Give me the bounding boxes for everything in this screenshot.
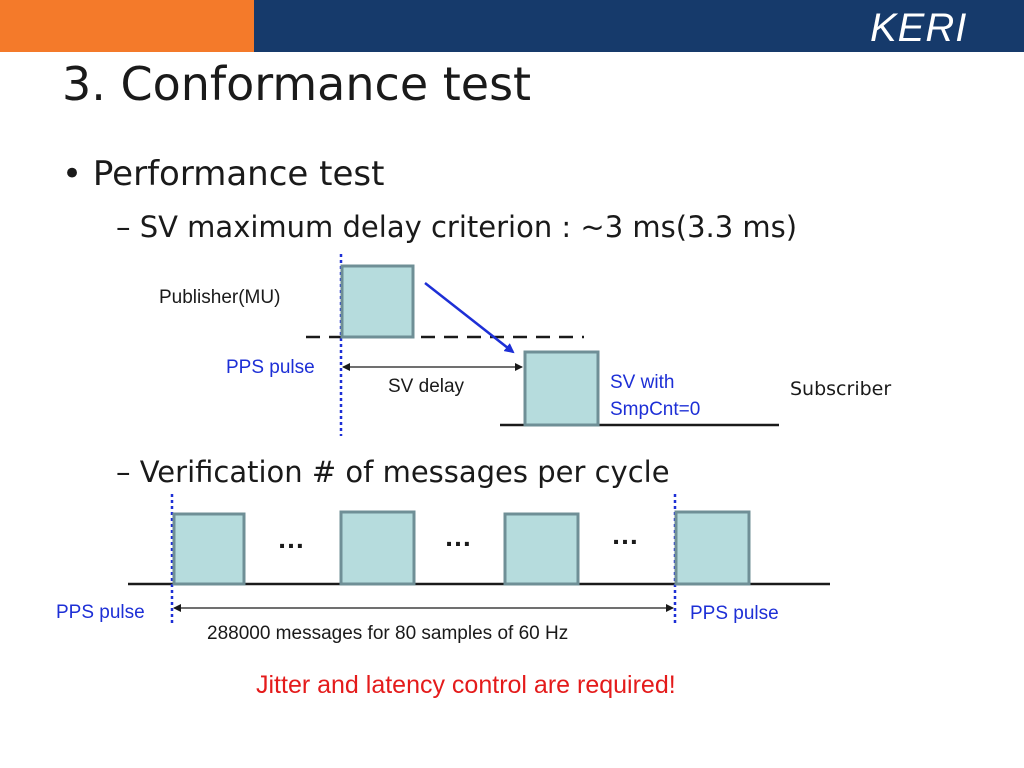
sv-with-label: SV with	[610, 372, 675, 393]
message-box	[172, 512, 246, 586]
sv-delay-label: SV delay	[388, 376, 465, 397]
message-count-label: 288000 messages for 80 samples of 60 Hz	[207, 623, 569, 644]
message-box	[339, 510, 416, 586]
ellipsis: …	[611, 519, 639, 550]
publisher-label: Publisher(MU)	[159, 287, 281, 308]
sub-bullet-delay: – SV maximum delay criterion : ~3 ms(3.3…	[116, 210, 798, 244]
pps-pulse-label-left: PPS pulse	[56, 602, 145, 623]
pps-pulse-label: PPS pulse	[226, 357, 315, 378]
sub-bullet-text-messages: Verification # of messages per cycle	[139, 455, 670, 489]
transmission-arrow	[424, 282, 515, 354]
sub-bullet-messages: – Verification # of messages per cycle	[116, 455, 670, 489]
bullet-performance-test: • Performance test	[62, 154, 385, 194]
header-bar	[254, 0, 1024, 52]
publisher-sv-box	[340, 264, 415, 339]
subscriber-sv-box	[523, 350, 600, 427]
message-box	[674, 510, 751, 586]
keri-logo: KERI	[870, 6, 968, 50]
bullet-text: Performance test	[92, 154, 385, 194]
slide-title: 3. Conformance test	[62, 57, 532, 111]
smpcnt-label: SmpCnt=0	[610, 399, 701, 420]
message-box	[503, 512, 580, 586]
ellipsis: …	[444, 521, 472, 552]
subscriber-label: Subscriber	[790, 378, 892, 400]
pps-pulse-label-right: PPS pulse	[690, 603, 779, 624]
sub-bullet-text-delay: SV maximum delay criterion : ~3 ms(3.3 m…	[139, 210, 798, 244]
ellipsis: …	[277, 523, 305, 554]
jitter-note: Jitter and latency control are required!	[256, 671, 676, 699]
header-accent-bar	[0, 0, 254, 52]
